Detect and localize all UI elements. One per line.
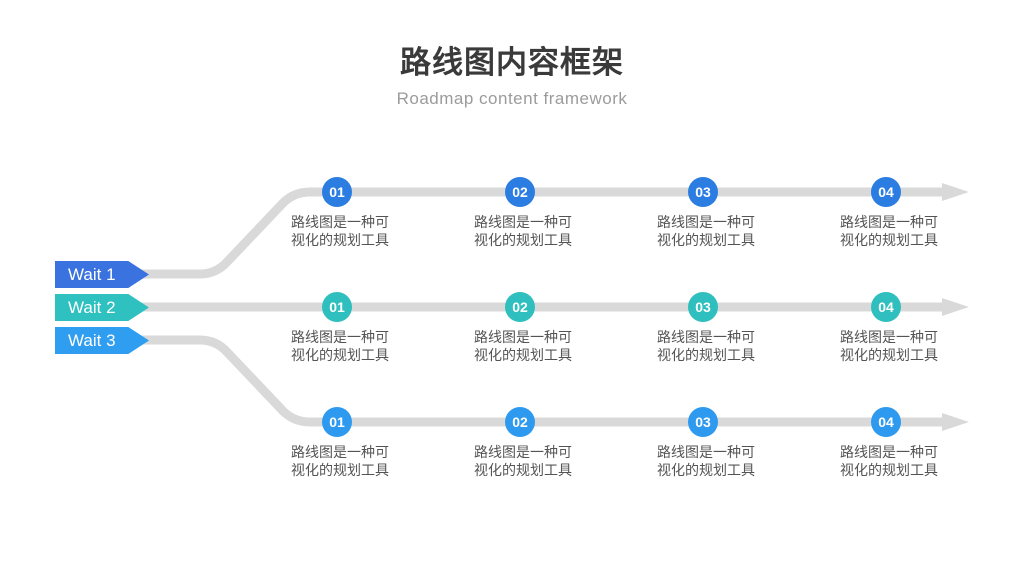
- milestone-desc: 路线图是一种可 视化的规划工具: [474, 214, 572, 248]
- milestone-node: 03: [688, 177, 718, 207]
- milestone-node: 04: [871, 407, 901, 437]
- milestone-desc: 路线图是一种可 视化的规划工具: [840, 444, 938, 478]
- page-subtitle: Roadmap content framework: [396, 89, 628, 108]
- track-arrowhead-wait-2: [942, 298, 969, 316]
- milestone-desc: 路线图是一种可 视化的规划工具: [291, 444, 389, 478]
- track-arrowhead-wait-3: [942, 413, 969, 431]
- milestone-node: 01: [322, 292, 352, 322]
- milestone-node: 03: [688, 407, 718, 437]
- milestone-node: 04: [871, 177, 901, 207]
- milestone-desc: 路线图是一种可 视化的规划工具: [474, 444, 572, 478]
- track-arrowhead-wait-1: [942, 183, 969, 201]
- milestone-desc: 路线图是一种可 视化的规划工具: [657, 329, 755, 363]
- page-title: 路线图内容框架: [400, 45, 624, 80]
- milestone-desc: 路线图是一种可 视化的规划工具: [657, 214, 755, 248]
- milestone-desc: 路线图是一种可 视化的规划工具: [840, 329, 938, 363]
- track-label-wait-3: Wait 3: [55, 327, 149, 354]
- milestone-node: 02: [505, 292, 535, 322]
- milestone-node: 02: [505, 407, 535, 437]
- milestone-node: 01: [322, 177, 352, 207]
- slide-header: 路线图内容框架 Roadmap content framework: [0, 0, 1024, 109]
- track-line-wait-1: [120, 187, 945, 279]
- milestone-node: 01: [322, 407, 352, 437]
- milestone-node: 02: [505, 177, 535, 207]
- milestone-desc: 路线图是一种可 视化的规划工具: [657, 444, 755, 478]
- milestone-desc: 路线图是一种可 视化的规划工具: [291, 329, 389, 363]
- milestone-node: 04: [871, 292, 901, 322]
- track-label-wait-2: Wait 2: [55, 294, 149, 321]
- milestone-desc: 路线图是一种可 视化的规划工具: [840, 214, 938, 248]
- milestone-node: 03: [688, 292, 718, 322]
- track-label-wait-1: Wait 1: [55, 261, 149, 288]
- milestone-desc: 路线图是一种可 视化的规划工具: [291, 214, 389, 248]
- milestone-desc: 路线图是一种可 视化的规划工具: [474, 329, 572, 363]
- track-line-wait-3: [120, 335, 945, 427]
